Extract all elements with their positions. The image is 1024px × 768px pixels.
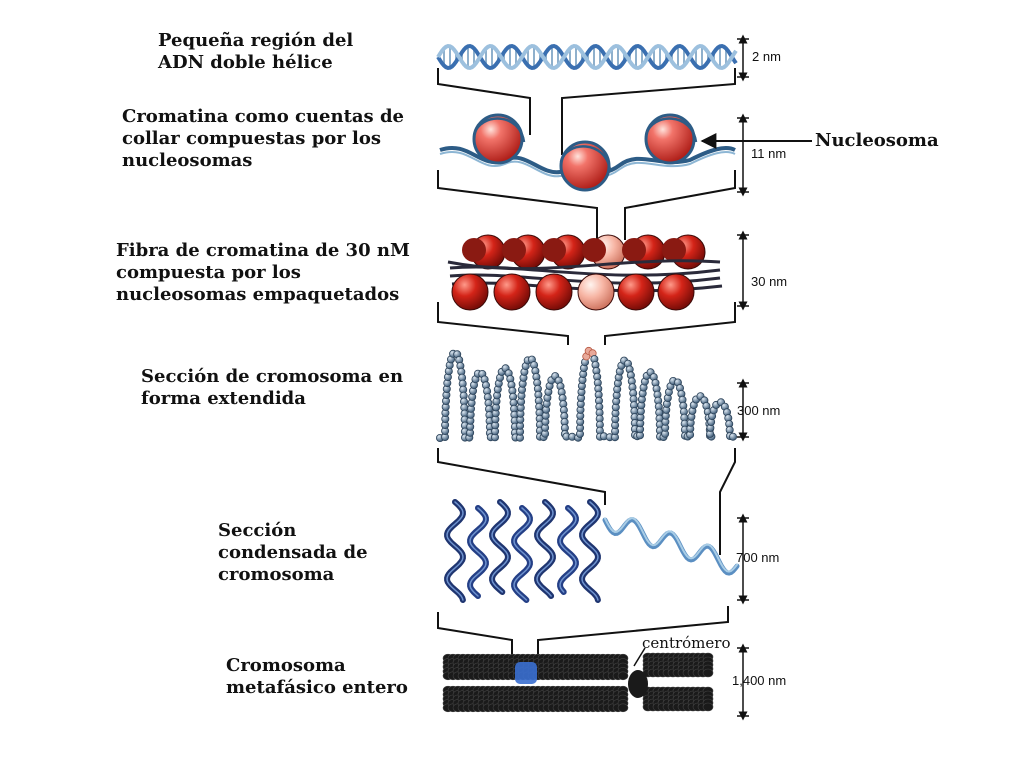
- label-metaphase-chromosome: Cromosoma metafásico entero: [226, 655, 408, 698]
- dim-beads: 11 nm: [751, 146, 787, 161]
- dim-fiber: 30 nm: [751, 274, 788, 289]
- chromatin-fiber-30nm: [447, 234, 723, 311]
- highlighted-band: [515, 662, 537, 684]
- dimension-bars: [737, 34, 749, 721]
- label-centromere: centrómero: [642, 634, 731, 652]
- nucleosome-bead: [644, 113, 696, 165]
- dim-extended: 300 nm: [737, 403, 781, 418]
- beads-on-string: [439, 113, 736, 192]
- connector-condensed-metaphase: [437, 606, 729, 660]
- dim-dna: 2 nm: [752, 49, 781, 64]
- label-nucleosome: Nucleosoma: [815, 130, 939, 151]
- connector-fiber-extended: [437, 302, 736, 345]
- extended-chromosome-loops: [435, 346, 738, 442]
- dna-double-helix: [436, 43, 738, 71]
- connector-extended-condensed: [437, 448, 736, 555]
- label-condensed-section: Sección condensada de cromosoma: [218, 520, 368, 585]
- connector-dna-beads: [437, 68, 736, 155]
- condensed-chromosome-section: [444, 499, 740, 603]
- label-extended-section: Sección de cromosoma en forma extendida: [141, 366, 404, 409]
- nucleosome-bead: [559, 140, 611, 192]
- connector-beads-fiber: [437, 170, 736, 240]
- label-dna-helix: Pequeña región del ADN doble hélice: [158, 30, 354, 73]
- label-chromatin-fiber: Fibra de cromatina de 30 nM compuesta po…: [116, 240, 410, 305]
- centromere-pointer: [633, 647, 646, 667]
- metaphase-chromosome: [442, 647, 714, 713]
- nucleosome-bead: [472, 113, 524, 165]
- label-beads-on-string: Cromatina como cuentas de collar compues…: [122, 106, 404, 171]
